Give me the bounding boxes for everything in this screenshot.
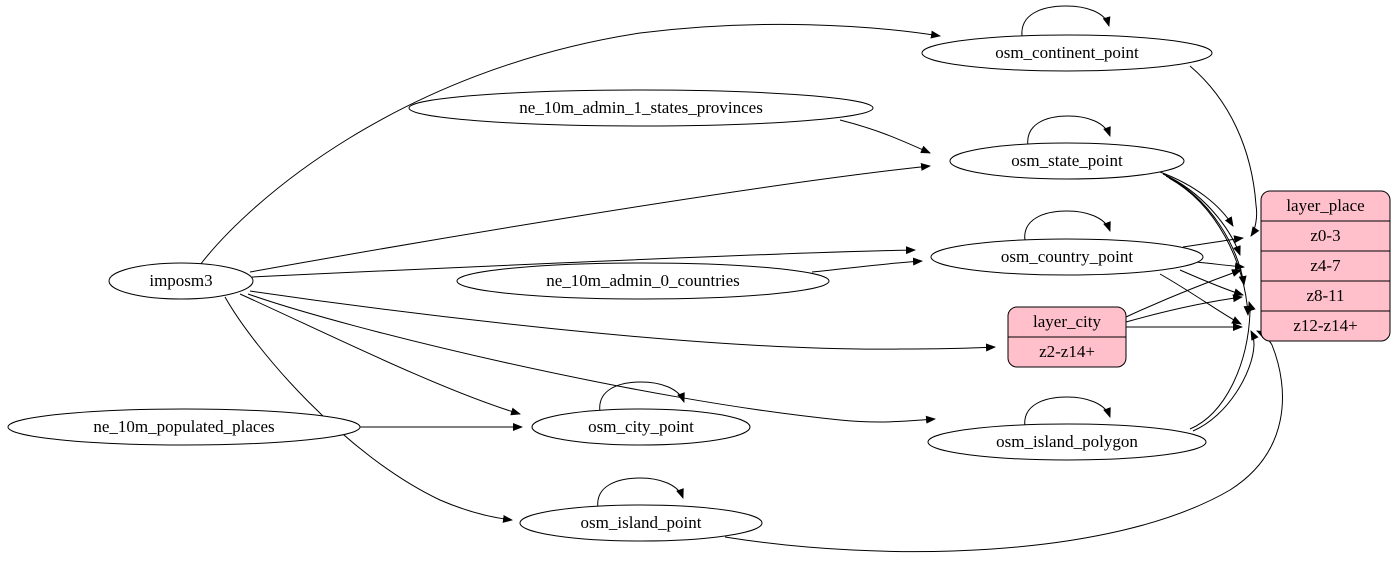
node-osm-continent-point-label: osm_continent_point bbox=[995, 43, 1139, 62]
node-osm-city-point-shape[interactable] bbox=[531, 408, 751, 446]
edge-self-loop-osm-state-point bbox=[1027, 115, 1111, 147]
layer-place-row-z8-11[interactable]: z8-11 bbox=[1306, 286, 1344, 305]
edge-osm-island-polygon-to-layer-place-z12-z14 bbox=[1192, 330, 1259, 432]
layer-place-title: layer_place bbox=[1286, 196, 1364, 215]
node-osm-island-point[interactable]: osm_island_point bbox=[519, 504, 763, 542]
node-ne-admin1-shape[interactable] bbox=[408, 89, 874, 127]
node-ne-populated-label: ne_10m_populated_places bbox=[93, 417, 274, 436]
edge-osm-country-point-to-layer-place-z8-11 bbox=[1179, 269, 1244, 297]
edge-self-loop-osm-island-polygon bbox=[1024, 396, 1111, 428]
node-ne-10m-populated-places[interactable]: ne_10m_populated_places bbox=[7, 408, 361, 446]
edge-osm-continent-point-to-layer-place-z0-3 bbox=[1189, 65, 1260, 237]
edge-layer-city-to-layer-place-z4-7 bbox=[1125, 269, 1242, 318]
node-layer-city[interactable]: layer_city z2-z14+ bbox=[1007, 306, 1127, 368]
edge-self-loop-osm-city-point bbox=[599, 381, 685, 413]
layer-city-row-z2-z14[interactable]: z2-z14+ bbox=[1039, 342, 1095, 361]
node-osm-state-point[interactable]: osm_state_point bbox=[949, 142, 1185, 180]
edge-imposm3-to-osm-city-point bbox=[239, 293, 521, 416]
edge-self-loop-osm-country-point bbox=[1024, 210, 1111, 242]
node-osm-island-polygon[interactable]: osm_island_polygon bbox=[927, 423, 1207, 461]
node-osm-island-polygon-shape[interactable] bbox=[927, 423, 1207, 461]
node-osm-continent-point-shape[interactable] bbox=[921, 34, 1213, 72]
edge-imposm3-to-osm-island-polygon bbox=[247, 293, 936, 424]
edge-ne-admin0-to-osm-country-point bbox=[811, 257, 923, 273]
edge-imposm3-to-osm-continent-point bbox=[199, 23, 941, 266]
node-ne-admin1-label: ne_10m_admin_1_states_provinces bbox=[519, 98, 763, 117]
edge-osm-island-polygon-to-layer-place-z8-11 bbox=[1189, 301, 1256, 430]
edge-imposm3-to-osm-island-point bbox=[224, 296, 513, 523]
layer-place-row-z12-z14[interactable]: z12-z14+ bbox=[1293, 316, 1357, 335]
node-layer-place-box[interactable] bbox=[1260, 190, 1391, 342]
edge-osm-state-point-to-layer-place-z8-11 bbox=[1165, 175, 1247, 286]
node-osm-island-point-label: osm_island_point bbox=[581, 513, 702, 532]
edge-self-loop-osm-island-point bbox=[597, 477, 684, 509]
node-layer-place[interactable]: layer_place z0-3 z4-7 z8-11 z12-z14+ bbox=[1260, 190, 1391, 342]
edge-osm-state-point-to-layer-place-z4-7 bbox=[1162, 173, 1241, 256]
node-osm-continent-point[interactable]: osm_continent_point bbox=[921, 34, 1213, 72]
edges-layer bbox=[199, 5, 1283, 553]
edge-imposm3-to-osm-state-point bbox=[249, 162, 931, 273]
node-osm-country-point-shape[interactable] bbox=[930, 238, 1204, 276]
node-imposm3-shape[interactable] bbox=[108, 262, 254, 300]
layer-city-title: layer_city bbox=[1033, 312, 1101, 331]
node-osm-city-point[interactable]: osm_city_point bbox=[531, 408, 751, 446]
node-osm-island-polygon-label: osm_island_polygon bbox=[996, 432, 1138, 451]
nodes-layer: imposm3 ne_10m_admin_1_states_provinces … bbox=[7, 34, 1391, 542]
node-ne-admin0-shape[interactable] bbox=[456, 262, 830, 300]
node-osm-state-point-shape[interactable] bbox=[949, 142, 1185, 180]
edge-imposm3-to-osm-country-point bbox=[251, 246, 916, 278]
edge-osm-country-point-to-layer-place-z4-7 bbox=[1195, 261, 1245, 271]
edge-self-loop-osm-continent-point bbox=[1021, 5, 1111, 37]
edge-layer-city-to-layer-place-z8-11 bbox=[1125, 294, 1243, 323]
edge-osm-state-point-to-layer-place-z0-3 bbox=[1159, 171, 1234, 227]
layer-place-row-z0-3[interactable]: z0-3 bbox=[1310, 226, 1340, 245]
node-osm-country-point[interactable]: osm_country_point bbox=[930, 238, 1204, 276]
node-imposm3-label: imposm3 bbox=[149, 271, 212, 290]
layer-place-row-z4-7[interactable]: z4-7 bbox=[1310, 256, 1341, 275]
edge-osm-island-point-to-layer-place-z12-z14 bbox=[724, 330, 1283, 553]
node-osm-city-point-label: osm_city_point bbox=[588, 417, 694, 436]
node-osm-country-point-label: osm_country_point bbox=[1001, 247, 1133, 266]
node-ne-admin0-label: ne_10m_admin_0_countries bbox=[546, 271, 740, 290]
edge-imposm3-to-layer-city bbox=[249, 290, 996, 352]
node-osm-state-point-label: osm_state_point bbox=[1011, 151, 1123, 170]
node-ne-10m-admin-0-countries[interactable]: ne_10m_admin_0_countries bbox=[456, 262, 830, 300]
edge-osm-state-point-to-layer-place-z12-z14 bbox=[1168, 177, 1252, 316]
node-ne-populated-shape[interactable] bbox=[7, 408, 361, 446]
node-ne-10m-admin-1-states-provinces[interactable]: ne_10m_admin_1_states_provinces bbox=[408, 89, 874, 127]
node-imposm3[interactable]: imposm3 bbox=[108, 262, 254, 300]
edge-ne-admin1-to-osm-state-point bbox=[839, 119, 931, 154]
node-osm-island-point-shape[interactable] bbox=[519, 504, 763, 542]
edge-osm-country-point-to-layer-place-z0-3 bbox=[1182, 235, 1244, 248]
